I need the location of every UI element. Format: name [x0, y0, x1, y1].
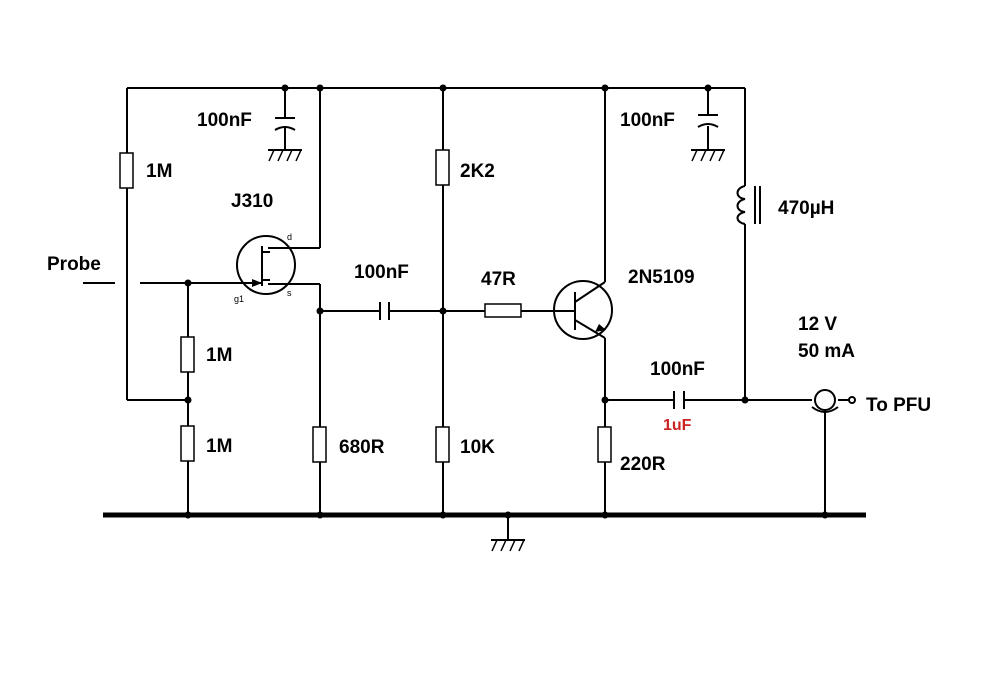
label-r-gate-bottom: 1M	[206, 436, 232, 457]
jfet-j310	[236, 235, 296, 295]
label-r-source: 680R	[339, 437, 385, 458]
capacitor-decoupling-right	[697, 114, 719, 128]
resistor-source-680r	[312, 426, 327, 463]
label-c-coupling: 100nF	[354, 262, 409, 283]
capacitor-decoupling-left	[274, 117, 296, 131]
label-r-bias-bottom: 10K	[460, 437, 495, 458]
label-bjt-part: 2N5109	[628, 267, 695, 288]
label-supply-voltage: 12 V	[798, 314, 837, 335]
label-fet-gate-pin: g1	[234, 294, 244, 304]
capacitor-output	[673, 391, 685, 409]
label-fet-part: J310	[231, 191, 273, 212]
label-r-gate-top: 1M	[206, 345, 232, 366]
label-probe: Probe	[47, 254, 101, 275]
label-fet-drain-pin: d	[287, 232, 292, 242]
resistor-base-47r	[484, 303, 522, 318]
bjt-2n5109	[553, 280, 613, 340]
label-inductor: 470µH	[778, 198, 834, 219]
label-r-bias-top: 2K2	[460, 161, 495, 182]
capacitor-coupling	[379, 302, 390, 320]
resistor-emitter-220r	[597, 426, 612, 463]
label-c-decoupling-left: 100nF	[197, 110, 252, 131]
resistor-bias-bottom-10k	[435, 426, 450, 463]
label-output: To PFU	[866, 395, 931, 416]
ground-symbol-left	[268, 149, 302, 162]
label-fet-source-pin: s	[287, 288, 292, 298]
label-c-output: 100nF	[650, 359, 705, 380]
ground-symbol-main	[491, 539, 525, 552]
label-r-emitter: 220R	[620, 454, 666, 475]
label-c-decoupling-right: 100nF	[620, 110, 675, 131]
label-r-base: 47R	[481, 269, 516, 290]
capacitors	[274, 114, 719, 409]
junction-dots	[184, 84, 829, 519]
label-c-output-alt: 1uF	[663, 417, 692, 434]
resistor-gate-top-1m	[180, 336, 195, 373]
resistor-gate-bottom-1m	[180, 425, 195, 462]
resistor-bias-top-2k2	[435, 149, 450, 186]
inductor-470uh	[736, 185, 761, 225]
resistor-input-1m	[119, 152, 134, 189]
output-connector	[811, 389, 856, 413]
labels: Probe 1M 1M 1M 100nF J310 d g1 s 100nF 6…	[47, 110, 931, 475]
ground-symbol-right	[691, 149, 725, 162]
resistors	[119, 149, 612, 463]
label-supply-current: 50 mA	[798, 341, 855, 362]
wires	[83, 87, 850, 540]
label-r-input: 1M	[146, 161, 172, 182]
